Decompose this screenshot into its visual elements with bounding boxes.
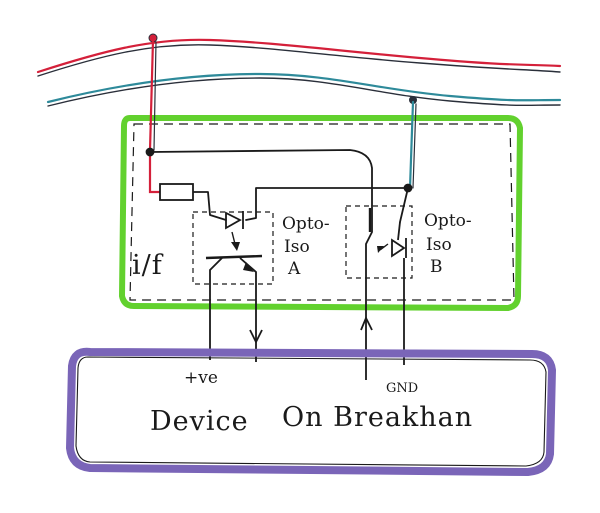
opto-a-transistor-base xyxy=(205,254,263,260)
device-box-outline-dark xyxy=(75,356,547,467)
red-bus-wire-dark xyxy=(37,44,561,77)
opto-isolator-a xyxy=(192,211,274,362)
bus-wires xyxy=(36,38,562,107)
opto-a-label-line2: Iso xyxy=(284,237,310,257)
opto-a-led xyxy=(225,211,242,230)
opto-b-dashed-box xyxy=(345,205,413,279)
opto-b-led-lead-top xyxy=(397,221,401,241)
resistor-lead-out xyxy=(192,191,227,221)
wire-to-opto-b-cathode xyxy=(399,187,409,223)
ground-terminal-label: GND xyxy=(386,381,418,396)
device-box-outline xyxy=(66,347,556,476)
red-drop-wire xyxy=(148,38,162,194)
device-label: Device xyxy=(150,406,249,437)
blue-bus-wire-dark xyxy=(47,77,561,107)
opto-b-label-line3: B xyxy=(430,257,443,277)
interface-board-outline xyxy=(119,115,523,311)
internal-wiring xyxy=(145,147,413,223)
blue-bus-junction xyxy=(409,96,417,104)
opto-a-label-line3: A xyxy=(287,259,301,279)
opto-b-input-arrow xyxy=(360,315,373,331)
opto-a-transistor-emitter xyxy=(239,257,257,362)
opto-a-output-arrow xyxy=(249,329,263,345)
wire-to-opto-b-anode xyxy=(149,149,373,206)
red-drop-wire-dark xyxy=(153,41,157,151)
bus-drops xyxy=(148,33,417,194)
interface-label: i/f xyxy=(132,250,164,281)
positive-terminal-label: +ve xyxy=(184,368,218,388)
device-suffix-label: On Breakhan xyxy=(282,402,473,433)
blue-drop-wire xyxy=(408,100,415,190)
blue-bus-wire xyxy=(46,72,562,104)
opto-b-light-arrowhead xyxy=(377,246,384,253)
opto-b-label-line2: Iso xyxy=(426,235,452,255)
interface-board-inner-dash xyxy=(129,123,515,301)
opto-a-light-arrowhead xyxy=(231,242,240,251)
wire-opto-a-cathode xyxy=(245,187,406,221)
opto-b-collector xyxy=(365,205,373,380)
opto-isolator-b xyxy=(345,205,413,380)
opto-b-label-line1: Opto- xyxy=(424,211,472,231)
opto-a-transistor-collector xyxy=(209,257,223,360)
opto-a-dashed-box xyxy=(192,211,274,285)
blue-drop-wire-dark xyxy=(412,103,417,189)
opto-b-led xyxy=(391,238,406,258)
resistor xyxy=(159,183,194,201)
opto-a-emitter-arrowhead xyxy=(243,262,254,272)
red-bus-wire xyxy=(36,38,562,74)
opto-a-label-line1: Opto- xyxy=(282,214,330,234)
